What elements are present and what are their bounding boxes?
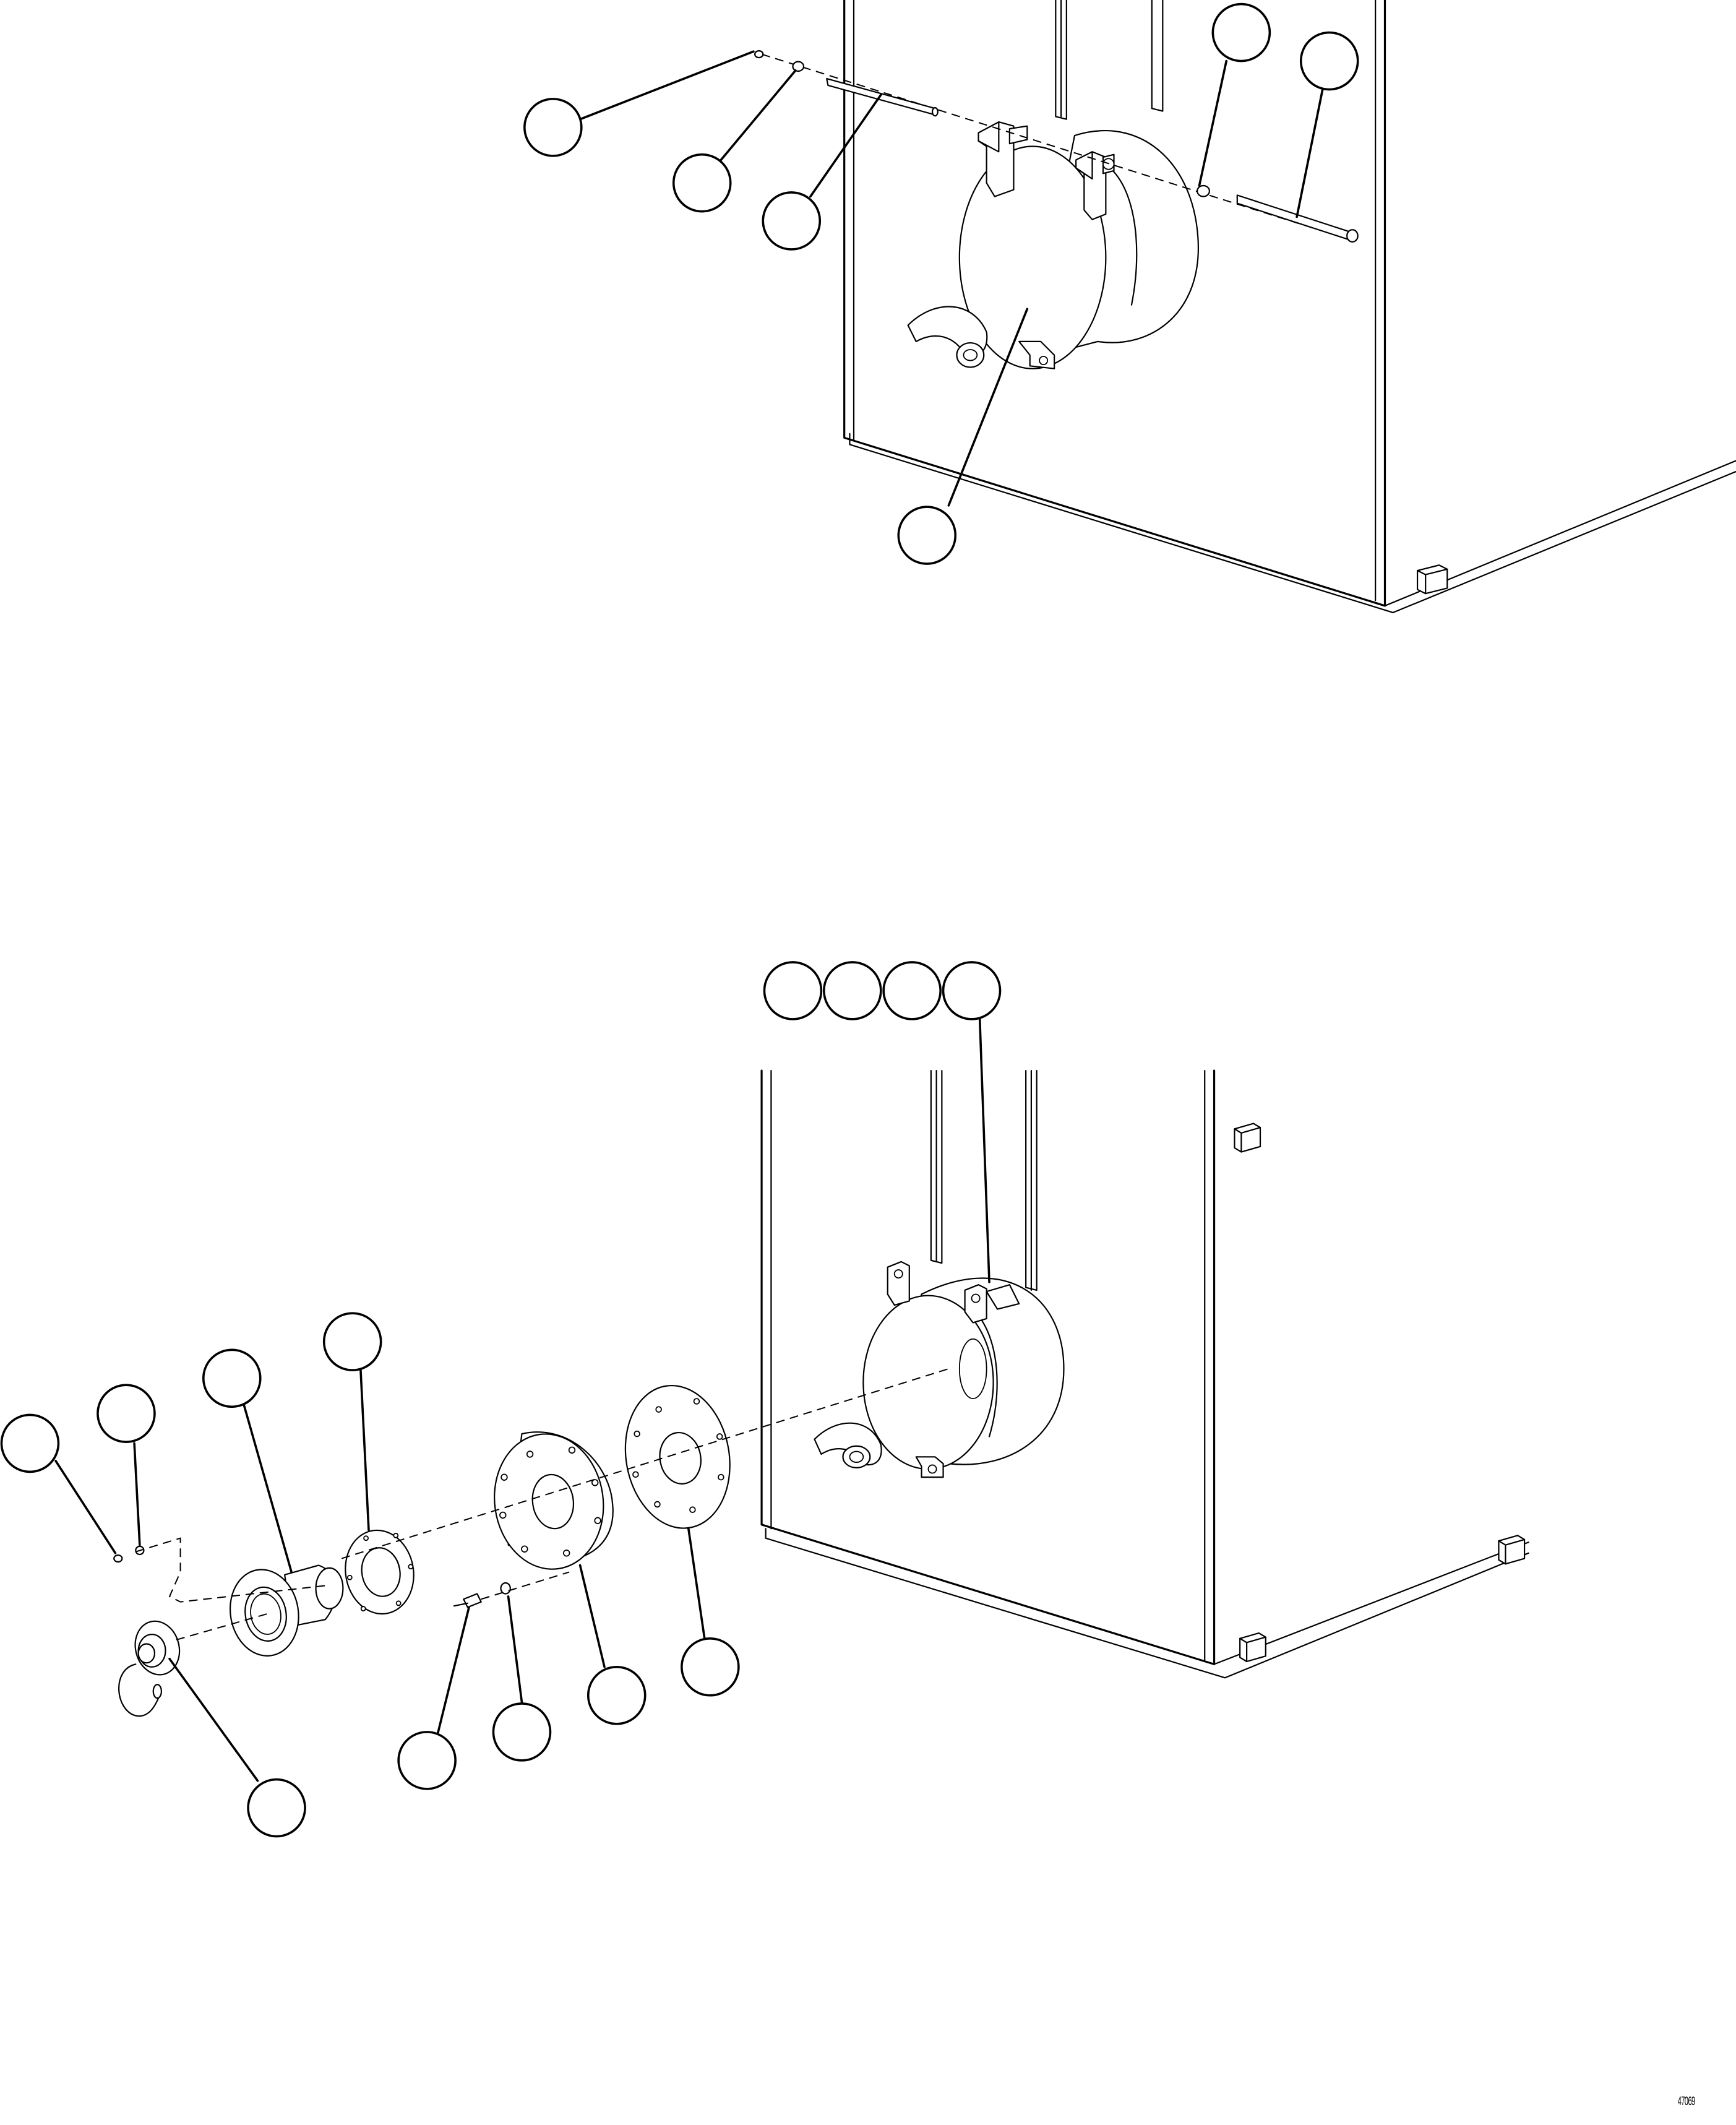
bottom-small-gasket xyxy=(339,1525,420,1619)
bottom-callout-6 xyxy=(204,1350,260,1407)
bottom-callout-13 xyxy=(682,1639,739,1696)
top-leader-6 xyxy=(948,309,1027,506)
bottom-callout-1 xyxy=(764,962,821,1019)
top-callout-2 xyxy=(674,155,731,212)
bottom-sight-plug xyxy=(119,1616,185,1716)
bottom-callout-9 xyxy=(248,1780,305,1837)
top-assembly-view xyxy=(525,0,1736,613)
top-cabinet-panel xyxy=(844,0,1736,613)
bottom-callout-7 xyxy=(98,1385,155,1442)
top-leader-5 xyxy=(1297,90,1323,217)
bottom-screw-axis xyxy=(481,1572,569,1599)
bottom-center-axis xyxy=(342,1369,948,1559)
bottom-callout-8 xyxy=(1,1415,58,1472)
bottom-leader-9 xyxy=(580,1566,604,1667)
bottom-leader-5 xyxy=(56,1461,115,1553)
drawing-number: 47069 xyxy=(1678,2095,1695,2108)
top-callout-5 xyxy=(1301,33,1358,90)
bottom-mounting-plate xyxy=(486,1427,612,1576)
bottom-hardware-axis xyxy=(135,1538,325,1602)
bottom-callout-10 xyxy=(398,1732,455,1789)
bottom-callout-11 xyxy=(493,1704,550,1761)
bottom-cabinet-panel xyxy=(762,1071,1529,1678)
bottom-leader-3 xyxy=(244,1405,291,1572)
bottom-nozzle-adapter xyxy=(223,1564,343,1662)
top-callout-4 xyxy=(1213,4,1270,61)
bottom-leader-10 xyxy=(689,1528,705,1640)
top-callout-1 xyxy=(525,99,582,156)
bottom-callout-3 xyxy=(883,962,940,1019)
bottom-leader-7 xyxy=(438,1607,469,1733)
top-hinge-hardware xyxy=(755,51,1358,242)
bottom-leader-4 xyxy=(134,1443,140,1545)
top-leader-4 xyxy=(1199,61,1226,186)
top-callout-3 xyxy=(763,192,820,249)
top-blower-housing xyxy=(908,122,1198,369)
bottom-callout-12 xyxy=(588,1667,645,1724)
bottom-leader-2 xyxy=(361,1369,369,1530)
bottom-callout-5 xyxy=(324,1313,381,1370)
top-leader-2 xyxy=(721,71,795,160)
bottom-leader-1 xyxy=(980,1019,989,1282)
top-leader-1 xyxy=(580,51,754,119)
bottom-callout-4 xyxy=(943,962,1000,1019)
top-leader-3 xyxy=(810,95,881,196)
bottom-callout-2 xyxy=(824,962,881,1019)
top-callout-6 xyxy=(898,507,955,564)
bottom-gasket-ring xyxy=(614,1377,741,1537)
bottom-assembly-view xyxy=(1,962,1528,1837)
bottom-plug-axis xyxy=(176,1613,271,1640)
bottom-screws xyxy=(114,1546,510,1608)
bottom-leader-8 xyxy=(509,1597,522,1702)
bottom-leader-6 xyxy=(170,1659,257,1781)
bottom-blower-housing xyxy=(814,1262,1064,1477)
